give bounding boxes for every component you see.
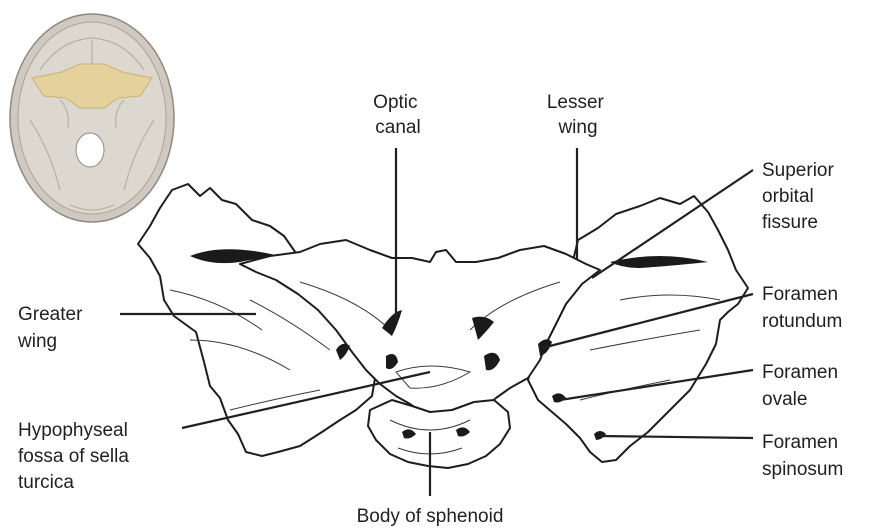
label-foramen-rotundum: Foramen rotundum — [762, 284, 843, 332]
label-hypophyseal-fossa: Hypophyseal fossa of sella turcica — [18, 420, 134, 493]
skull-base-orientation-icon — [10, 14, 174, 222]
label-lesser-wing: Lesser wing — [547, 92, 609, 138]
label-foramen-ovale: Foramen ovale — [762, 362, 843, 410]
sphenoid-bone-illustration — [138, 184, 748, 468]
label-foramen-spinosum: Foramen spinosum — [762, 432, 843, 480]
label-body-of-sphenoid: Body of sphenoid — [357, 506, 504, 527]
label-optic-canal: Optic canal — [373, 92, 423, 138]
label-greater-wing: Greater wing — [17, 304, 88, 352]
label-superior-orbital-fissure: Superior orbital fissure — [762, 160, 839, 233]
